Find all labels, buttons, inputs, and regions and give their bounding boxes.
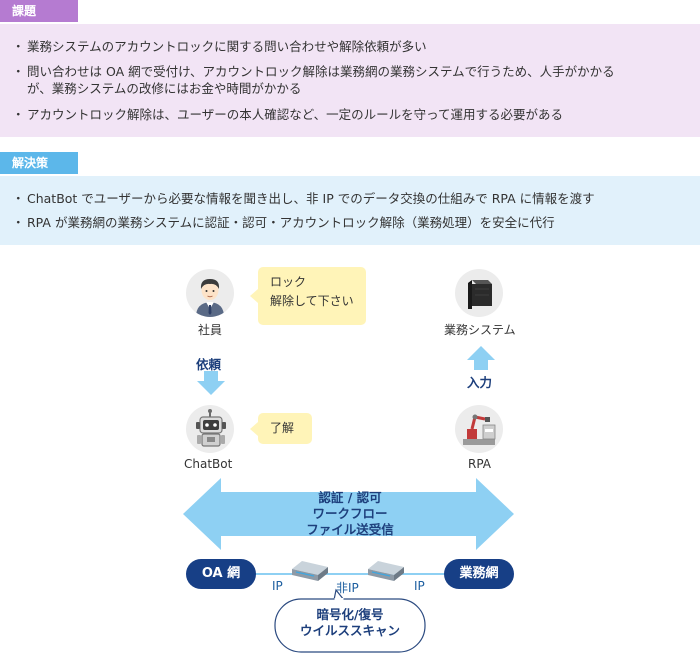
network-connection-line bbox=[240, 573, 460, 575]
cloud-text-line: 暗号化/復号 bbox=[316, 607, 384, 622]
arrow-text-line: ファイル送受信 bbox=[306, 522, 394, 537]
request-label: 依頼 bbox=[196, 357, 222, 372]
robot-arm-icon bbox=[463, 414, 496, 445]
employee-avatar bbox=[186, 269, 234, 317]
input-label: 入力 bbox=[467, 375, 493, 390]
gateway-device-icon bbox=[368, 561, 404, 581]
ip-left-label: IP bbox=[272, 579, 283, 593]
employee-bubble-line: 解除して下さい bbox=[270, 294, 354, 308]
chatbot-avatar bbox=[186, 405, 234, 453]
rpa-label: RPA bbox=[468, 457, 492, 471]
arrow-text-line: ワークフロー bbox=[312, 506, 388, 521]
issue-bullet: アカウントロック解除は、ユーザーの本人確認など、一定のルールを守って運用する必要… bbox=[12, 106, 690, 123]
input-arrow bbox=[467, 346, 495, 370]
gateway-device-icon bbox=[292, 561, 328, 581]
request-arrow bbox=[197, 371, 225, 395]
business-system-label: 業務システム bbox=[444, 323, 516, 337]
ip-right-label: IP bbox=[414, 579, 425, 593]
solution-bullet: ChatBot でユーザーから必要な情報を聞き出し、非 IP でのデータ交換の仕… bbox=[12, 190, 690, 207]
issue-bullet: 業務システムのアカウントロックに関する問い合わせや解除依頼が多い bbox=[12, 38, 690, 55]
employee-speech-bubble: ロック 解除して下さい bbox=[250, 267, 366, 325]
issue-bullet-continuation: が、業務システムの改修にはお金や時間がかかる bbox=[27, 81, 302, 96]
chatbot-speech-bubble: 了解 bbox=[250, 413, 312, 444]
cloud-callout bbox=[274, 588, 426, 653]
server-icon bbox=[468, 280, 492, 309]
rpa-icon-circle bbox=[455, 405, 503, 453]
business-network-pill: 業務網 bbox=[444, 559, 514, 589]
person-icon bbox=[196, 279, 224, 317]
robot-icon bbox=[196, 409, 226, 447]
issue-bullet: 問い合わせは OA 網で受付け、アカウントロック解除は業務網の業務システムで行う… bbox=[12, 63, 690, 80]
business-system-icon-circle bbox=[455, 269, 503, 317]
oa-network-pill: OA 網 bbox=[186, 559, 256, 589]
solution-tag: 解決策 bbox=[0, 152, 78, 174]
bidirectional-arrow bbox=[183, 478, 514, 550]
arrow-text-line: 認証 / 認可 bbox=[318, 490, 382, 505]
solution-panel: ChatBot でユーザーから必要な情報を聞き出し、非 IP でのデータ交換の仕… bbox=[0, 176, 700, 245]
non-ip-label: 非IP bbox=[336, 581, 359, 595]
issue-tag: 課題 bbox=[0, 0, 78, 22]
employee-label: 社員 bbox=[198, 323, 223, 337]
issue-panel: 業務システムのアカウントロックに関する問い合わせや解除依頼が多い 問い合わせは … bbox=[0, 24, 700, 137]
chatbot-label: ChatBot bbox=[184, 457, 233, 471]
cloud-text: 暗号化/復号 ウイルススキャン bbox=[272, 607, 428, 639]
chatbot-bubble-text: 了解 bbox=[270, 421, 295, 435]
solution-bullet: RPA が業務網の業務システムに認証・認可・アカウントロック解除（業務処理）を安… bbox=[12, 214, 690, 231]
employee-bubble-line: ロック bbox=[270, 275, 307, 289]
cloud-text-line: ウイルススキャン bbox=[299, 623, 400, 638]
arrow-text: 認証 / 認可 ワークフロー ファイル送受信 bbox=[0, 490, 700, 538]
